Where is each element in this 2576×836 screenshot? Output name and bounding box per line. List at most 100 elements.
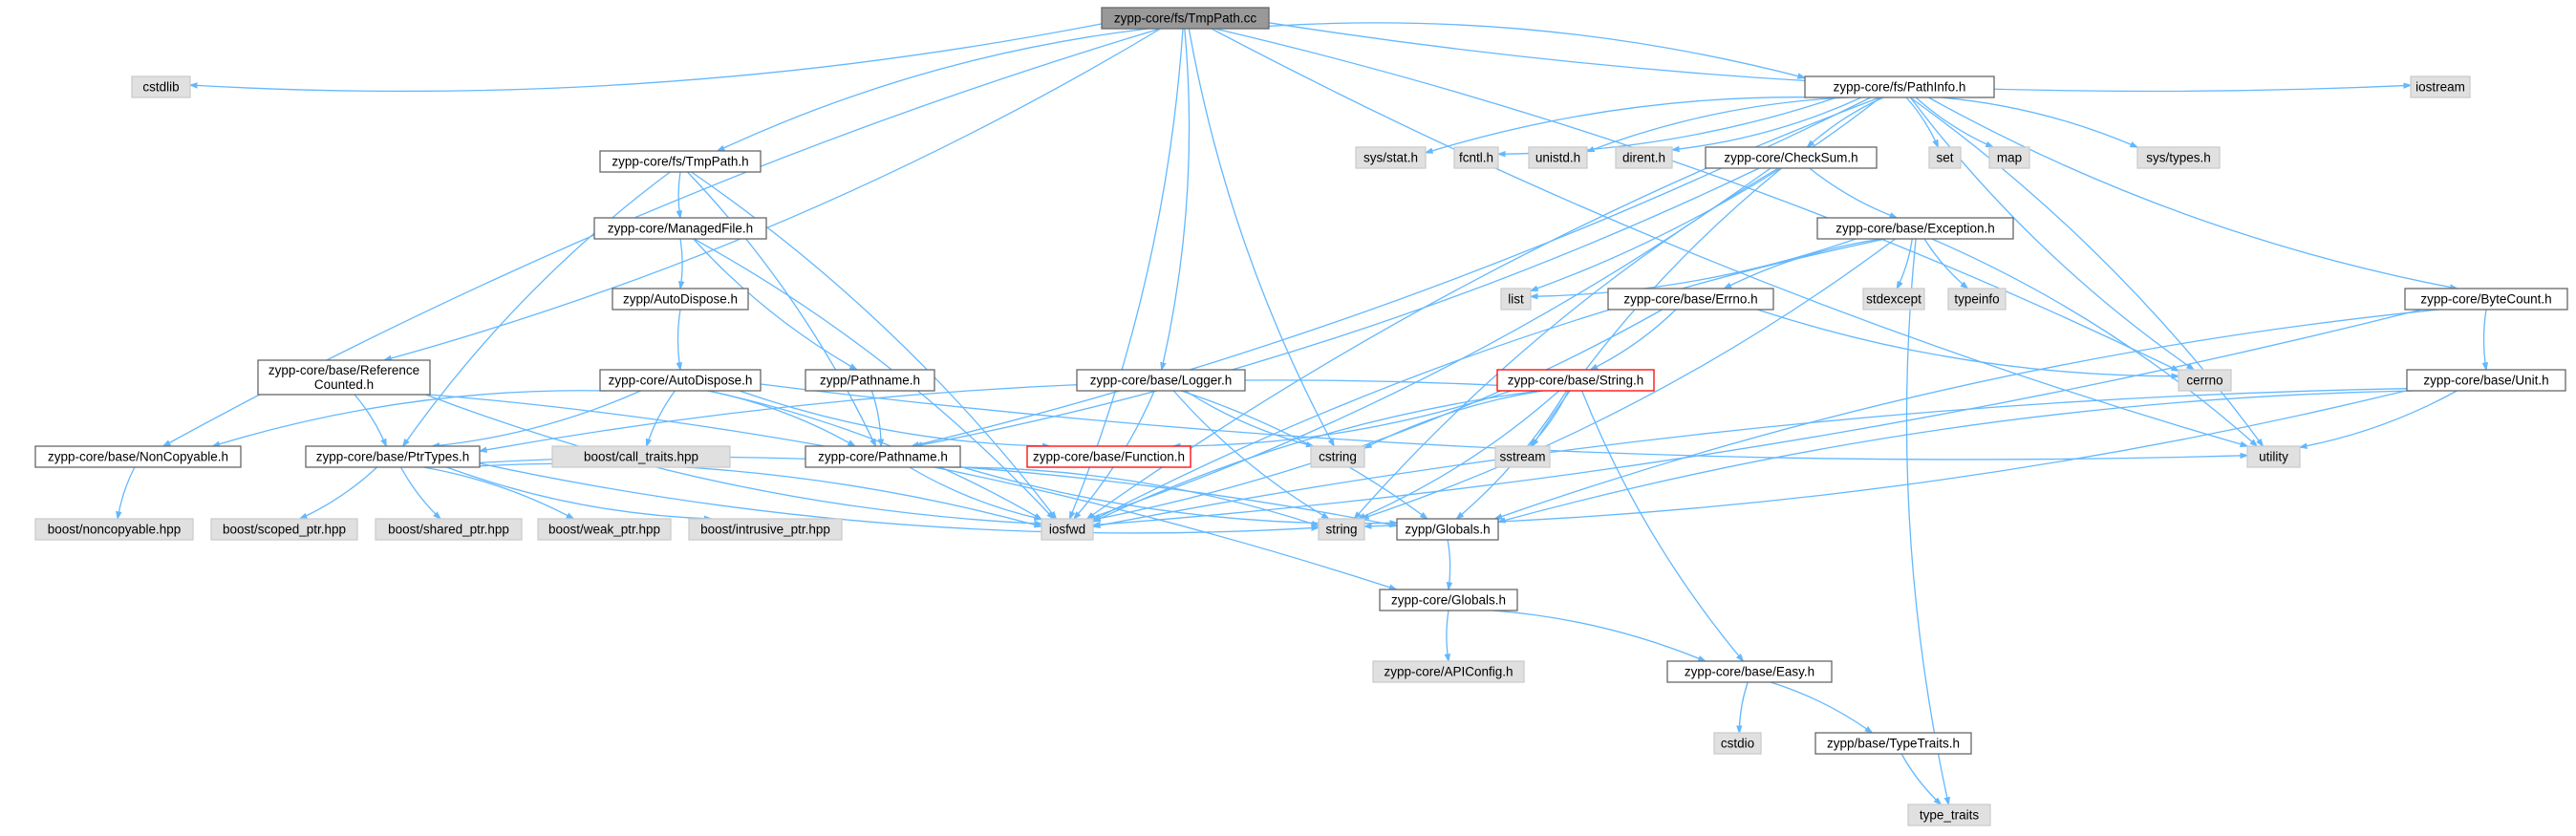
edge-ptrtypes-to-shared_ptr bbox=[399, 466, 441, 519]
node-box-refcounted bbox=[257, 359, 431, 396]
node-calltraits: boost/call_traits.hpp bbox=[551, 445, 731, 468]
node-box-string bbox=[1318, 518, 1365, 541]
node-box-cstdlib bbox=[131, 75, 191, 98]
node-coreglobals[interactable]: zypp-core/Globals.h bbox=[1379, 589, 1518, 611]
edge-exception-to-iosfwd bbox=[1093, 238, 1886, 520]
node-box-managedfile bbox=[593, 217, 767, 240]
edge-exception-to-list bbox=[1531, 238, 1857, 296]
node-label-apiconfig: zypp-core/APIConfig.h bbox=[1384, 665, 1513, 679]
edge-bytecount-to-iosfwd bbox=[1093, 309, 2422, 525]
node-pathname[interactable]: zypp-core/Pathname.h bbox=[805, 445, 961, 468]
node-label-zyppglobals: zypp/Globals.h bbox=[1405, 523, 1490, 537]
edge-coreglobals-to-easy bbox=[1492, 610, 1706, 661]
edge-pathinfo-to-list bbox=[1531, 96, 1881, 292]
edge-refcounted-to-ptrtypes bbox=[354, 394, 386, 446]
node-easy[interactable]: zypp-core/base/Easy.h bbox=[1666, 660, 1833, 683]
edge-ptrtypes-to-string bbox=[479, 462, 1319, 534]
edge-exception-to-stdexcept bbox=[1897, 238, 1913, 289]
node-box-noncopyable bbox=[34, 445, 242, 468]
node-managedfile[interactable]: zypp-core/ManagedFile.h bbox=[593, 217, 767, 240]
node-box-systypes bbox=[2136, 146, 2221, 169]
node-label-unit: zypp-core/base/Unit.h bbox=[2423, 374, 2548, 388]
edge-ptrtypes-to-scoped_ptr bbox=[300, 466, 378, 519]
edge-pathinfo-to-utility bbox=[1909, 96, 2263, 446]
node-label-noncopyable: zypp-core/base/NonCopyable.h bbox=[48, 450, 228, 464]
node-label-logger: zypp-core/base/Logger.h bbox=[1090, 374, 1233, 388]
node-checksum[interactable]: zypp-core/CheckSum.h bbox=[1705, 146, 1878, 169]
node-label-stdexcept: stdexcept bbox=[1866, 292, 1921, 307]
node-unit[interactable]: zypp-core/base/Unit.h bbox=[2406, 369, 2566, 392]
node-string_h[interactable]: zypp-core/base/String.h bbox=[1496, 369, 1655, 392]
node-string: string bbox=[1318, 518, 1365, 541]
node-bytecount[interactable]: zypp-core/ByteCount.h bbox=[2404, 288, 2568, 311]
node-dirent: dirent.h bbox=[1615, 146, 1673, 169]
node-label-set: set bbox=[1936, 151, 1953, 165]
node-intrusive_ptr: boost/intrusive_ptr.hpp bbox=[688, 518, 843, 541]
edge-refcounted-to-coreglobals bbox=[429, 394, 1396, 589]
edge-errno_h-to-iosfwd bbox=[1093, 309, 1664, 520]
edge-pathinfo-to-set bbox=[1905, 96, 1938, 147]
node-box-zyppglobals bbox=[1396, 518, 1499, 541]
node-box-weak_ptr bbox=[537, 518, 672, 541]
node-set: set bbox=[1928, 146, 1962, 169]
node-label-tmppath: zypp-core/fs/TmpPath.h bbox=[612, 155, 748, 169]
node-box-list bbox=[1500, 288, 1532, 311]
node-box-unit bbox=[2406, 369, 2566, 392]
node-label-exception: zypp-core/base/Exception.h bbox=[1835, 222, 1995, 236]
edge-unit-to-string bbox=[1364, 390, 2408, 526]
node-noncopyable[interactable]: zypp-core/base/NonCopyable.h bbox=[34, 445, 242, 468]
node-ptrtypes[interactable]: zypp-core/base/PtrTypes.h bbox=[305, 445, 481, 468]
node-label-pathname: zypp-core/Pathname.h bbox=[818, 450, 948, 464]
edge-root-to-refcounted bbox=[384, 28, 1162, 360]
node-box-ptrtypes bbox=[305, 445, 481, 468]
node-typetraits_h[interactable]: zypp/base/TypeTraits.h bbox=[1814, 732, 1972, 755]
node-label-weak_ptr: boost/weak_ptr.hpp bbox=[548, 523, 660, 537]
edge-managedfile-to-iosfwd bbox=[693, 238, 1054, 519]
node-box-cstdio bbox=[1713, 732, 1762, 755]
edge-unit-to-zyppglobals bbox=[1498, 390, 2414, 522]
node-pathinfo[interactable]: zypp-core/fs/PathInfo.h bbox=[1804, 75, 1995, 98]
node-box-utility bbox=[2246, 445, 2301, 468]
node-errno_h[interactable]: zypp-core/base/Errno.h bbox=[1607, 288, 1774, 311]
node-box-checksum bbox=[1705, 146, 1878, 169]
edge-exception-to-typeinfo bbox=[1923, 238, 1967, 289]
edge-logger-to-string bbox=[1172, 390, 1328, 519]
node-label-coreglobals: zypp-core/Globals.h bbox=[1391, 593, 1506, 608]
node-autodispose_short[interactable]: zypp/AutoDispose.h bbox=[612, 288, 749, 311]
edge-pathname_short-to-pathname bbox=[870, 390, 881, 446]
node-exception[interactable]: zypp-core/base/Exception.h bbox=[1816, 217, 2014, 240]
node-box-dirent bbox=[1615, 146, 1673, 169]
edge-pathinfo-to-map bbox=[1915, 96, 1993, 147]
node-label-dirent: dirent.h bbox=[1622, 151, 1665, 165]
node-tmppath[interactable]: zypp-core/fs/TmpPath.h bbox=[599, 150, 762, 173]
node-box-iosfwd bbox=[1041, 518, 1094, 541]
node-label-sysstat: sys/stat.h bbox=[1363, 151, 1418, 165]
node-box-fcntl bbox=[1453, 146, 1499, 169]
edge-exception-to-string bbox=[1362, 238, 1896, 519]
edge-easy-to-cstdio bbox=[1739, 681, 1749, 733]
node-label-cstdlib: cstdlib bbox=[142, 80, 179, 95]
node-label-noncopyable_hpp: boost/noncopyable.hpp bbox=[48, 523, 182, 537]
node-list: list bbox=[1500, 288, 1532, 311]
edge-tmppath-to-managedfile bbox=[678, 171, 680, 218]
node-root[interactable]: zypp-core/fs/TmpPath.cc bbox=[1101, 7, 1270, 30]
node-pathname_short[interactable]: zypp/Pathname.h bbox=[805, 369, 935, 392]
node-autodispose[interactable]: zypp-core/AutoDispose.h bbox=[599, 369, 762, 392]
edge-checksum-to-string bbox=[1354, 167, 1779, 519]
node-box-scoped_ptr bbox=[210, 518, 358, 541]
edge-pathinfo-to-sysstat bbox=[1426, 96, 1824, 153]
node-box-sysstat bbox=[1355, 146, 1427, 169]
node-zyppglobals[interactable]: zypp/Globals.h bbox=[1396, 518, 1499, 541]
node-label-scoped_ptr: boost/scoped_ptr.hpp bbox=[223, 523, 346, 537]
node-logger[interactable]: zypp-core/base/Logger.h bbox=[1076, 369, 1246, 392]
node-box-cerrno bbox=[2178, 369, 2232, 392]
node-cstdlib: cstdlib bbox=[131, 75, 191, 98]
node-function[interactable]: zypp-core/base/Function.h bbox=[1026, 445, 1191, 468]
node-label-autodispose: zypp-core/AutoDispose.h bbox=[609, 374, 753, 388]
node-label-pathname_short: zypp/Pathname.h bbox=[820, 374, 920, 388]
node-sstream: sstream bbox=[1494, 445, 1551, 468]
node-scoped_ptr: boost/scoped_ptr.hpp bbox=[210, 518, 358, 541]
edge-string_h-to-string bbox=[1358, 390, 1560, 519]
